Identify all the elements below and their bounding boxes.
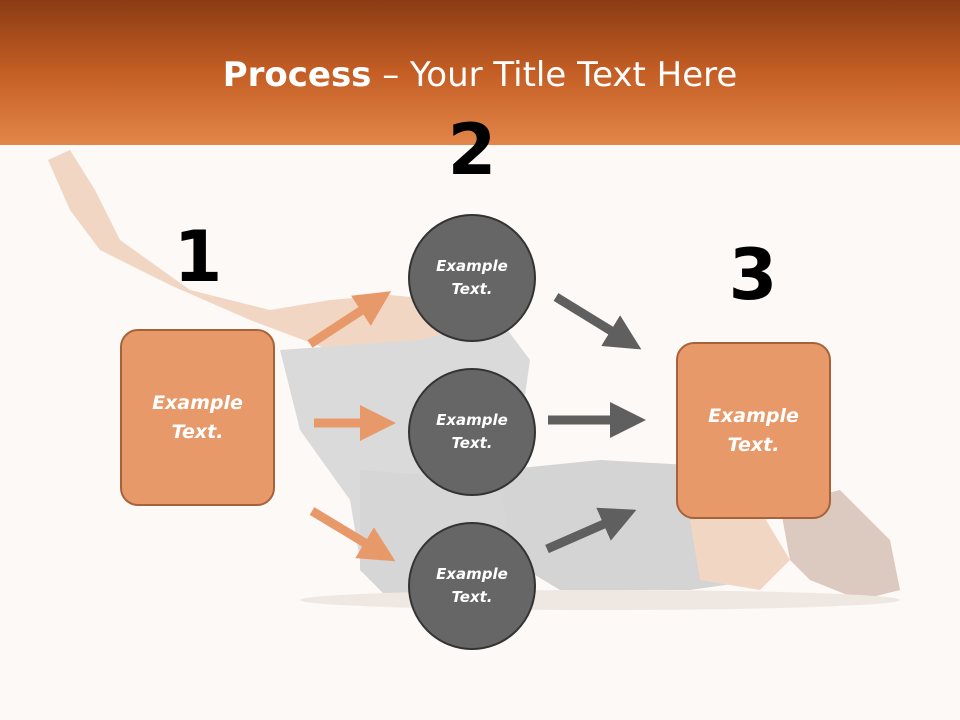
title-rest: – Your Title Text Here xyxy=(371,55,738,95)
arrow-left-to-top xyxy=(307,291,392,348)
step-number-1: 1 xyxy=(173,216,223,298)
arrow-left-to-bottom xyxy=(309,507,396,562)
slide-title: Process – Your Title Text Here xyxy=(0,52,960,98)
step-number-3: 3 xyxy=(728,234,778,316)
step-number-2: 2 xyxy=(447,109,497,191)
arrow-top-to-right xyxy=(553,293,642,350)
title-bold: Process xyxy=(222,55,372,95)
arrow-bottom-to-right xyxy=(545,507,637,554)
title-bar xyxy=(0,0,960,145)
